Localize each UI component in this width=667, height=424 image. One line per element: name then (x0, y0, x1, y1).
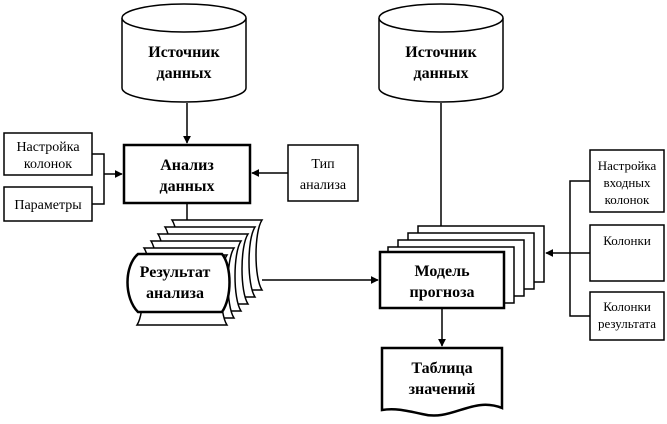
inputs-bracket (92, 153, 105, 205)
source-right-line2: данных (413, 65, 468, 82)
table-line2: значений (409, 381, 476, 398)
columns-box: Колонки (589, 224, 665, 282)
source-left-line2: данных (156, 65, 211, 82)
columns-label: Колонки (603, 233, 651, 248)
parameters-box: Параметры (3, 186, 93, 222)
analysis-type-line1: Тип (311, 157, 335, 172)
result-columns-line1: Колонки (603, 299, 651, 314)
input-column-settings-box: Настройка входных колонок (589, 149, 665, 213)
column-settings-line2: колонок (24, 157, 72, 172)
analysis-type-box: Тип анализа (287, 144, 359, 202)
analysis-box: Анализ данных (122, 143, 252, 205)
values-table-document: Таблица значений (380, 346, 504, 417)
analysis-line2: данных (159, 178, 214, 195)
source-right-cylinder: Источник данных (378, 3, 504, 103)
analysis-result-stack: Результат анализа (126, 219, 264, 326)
forecast-model-stack: Модель прогноза (378, 225, 545, 310)
model-line2: прогноза (409, 284, 474, 301)
input-settings-line2: входных (603, 175, 651, 190)
result-line1: Результат (140, 264, 211, 281)
source-left-line1: Источник (148, 44, 220, 61)
column-settings-box: Настройка колонок (3, 132, 93, 176)
parameters-label: Параметры (14, 198, 82, 213)
result-columns-box: Колонки результата (589, 291, 665, 341)
column-settings-line1: Настройка (16, 140, 80, 155)
input-settings-line1: Настройка (598, 158, 657, 173)
model-line1: Модель (414, 263, 470, 280)
analysis-type-line2: анализа (300, 178, 347, 193)
input-settings-line3: колонок (605, 192, 650, 207)
right-inputs-bracket (569, 180, 590, 317)
result-line2: анализа (146, 285, 204, 302)
table-line1: Таблица (411, 360, 472, 377)
analysis-line1: Анализ (160, 157, 214, 174)
source-left-cylinder: Источник данных (121, 3, 247, 103)
result-columns-line2: результата (598, 316, 656, 331)
source-right-line1: Источник (405, 44, 477, 61)
